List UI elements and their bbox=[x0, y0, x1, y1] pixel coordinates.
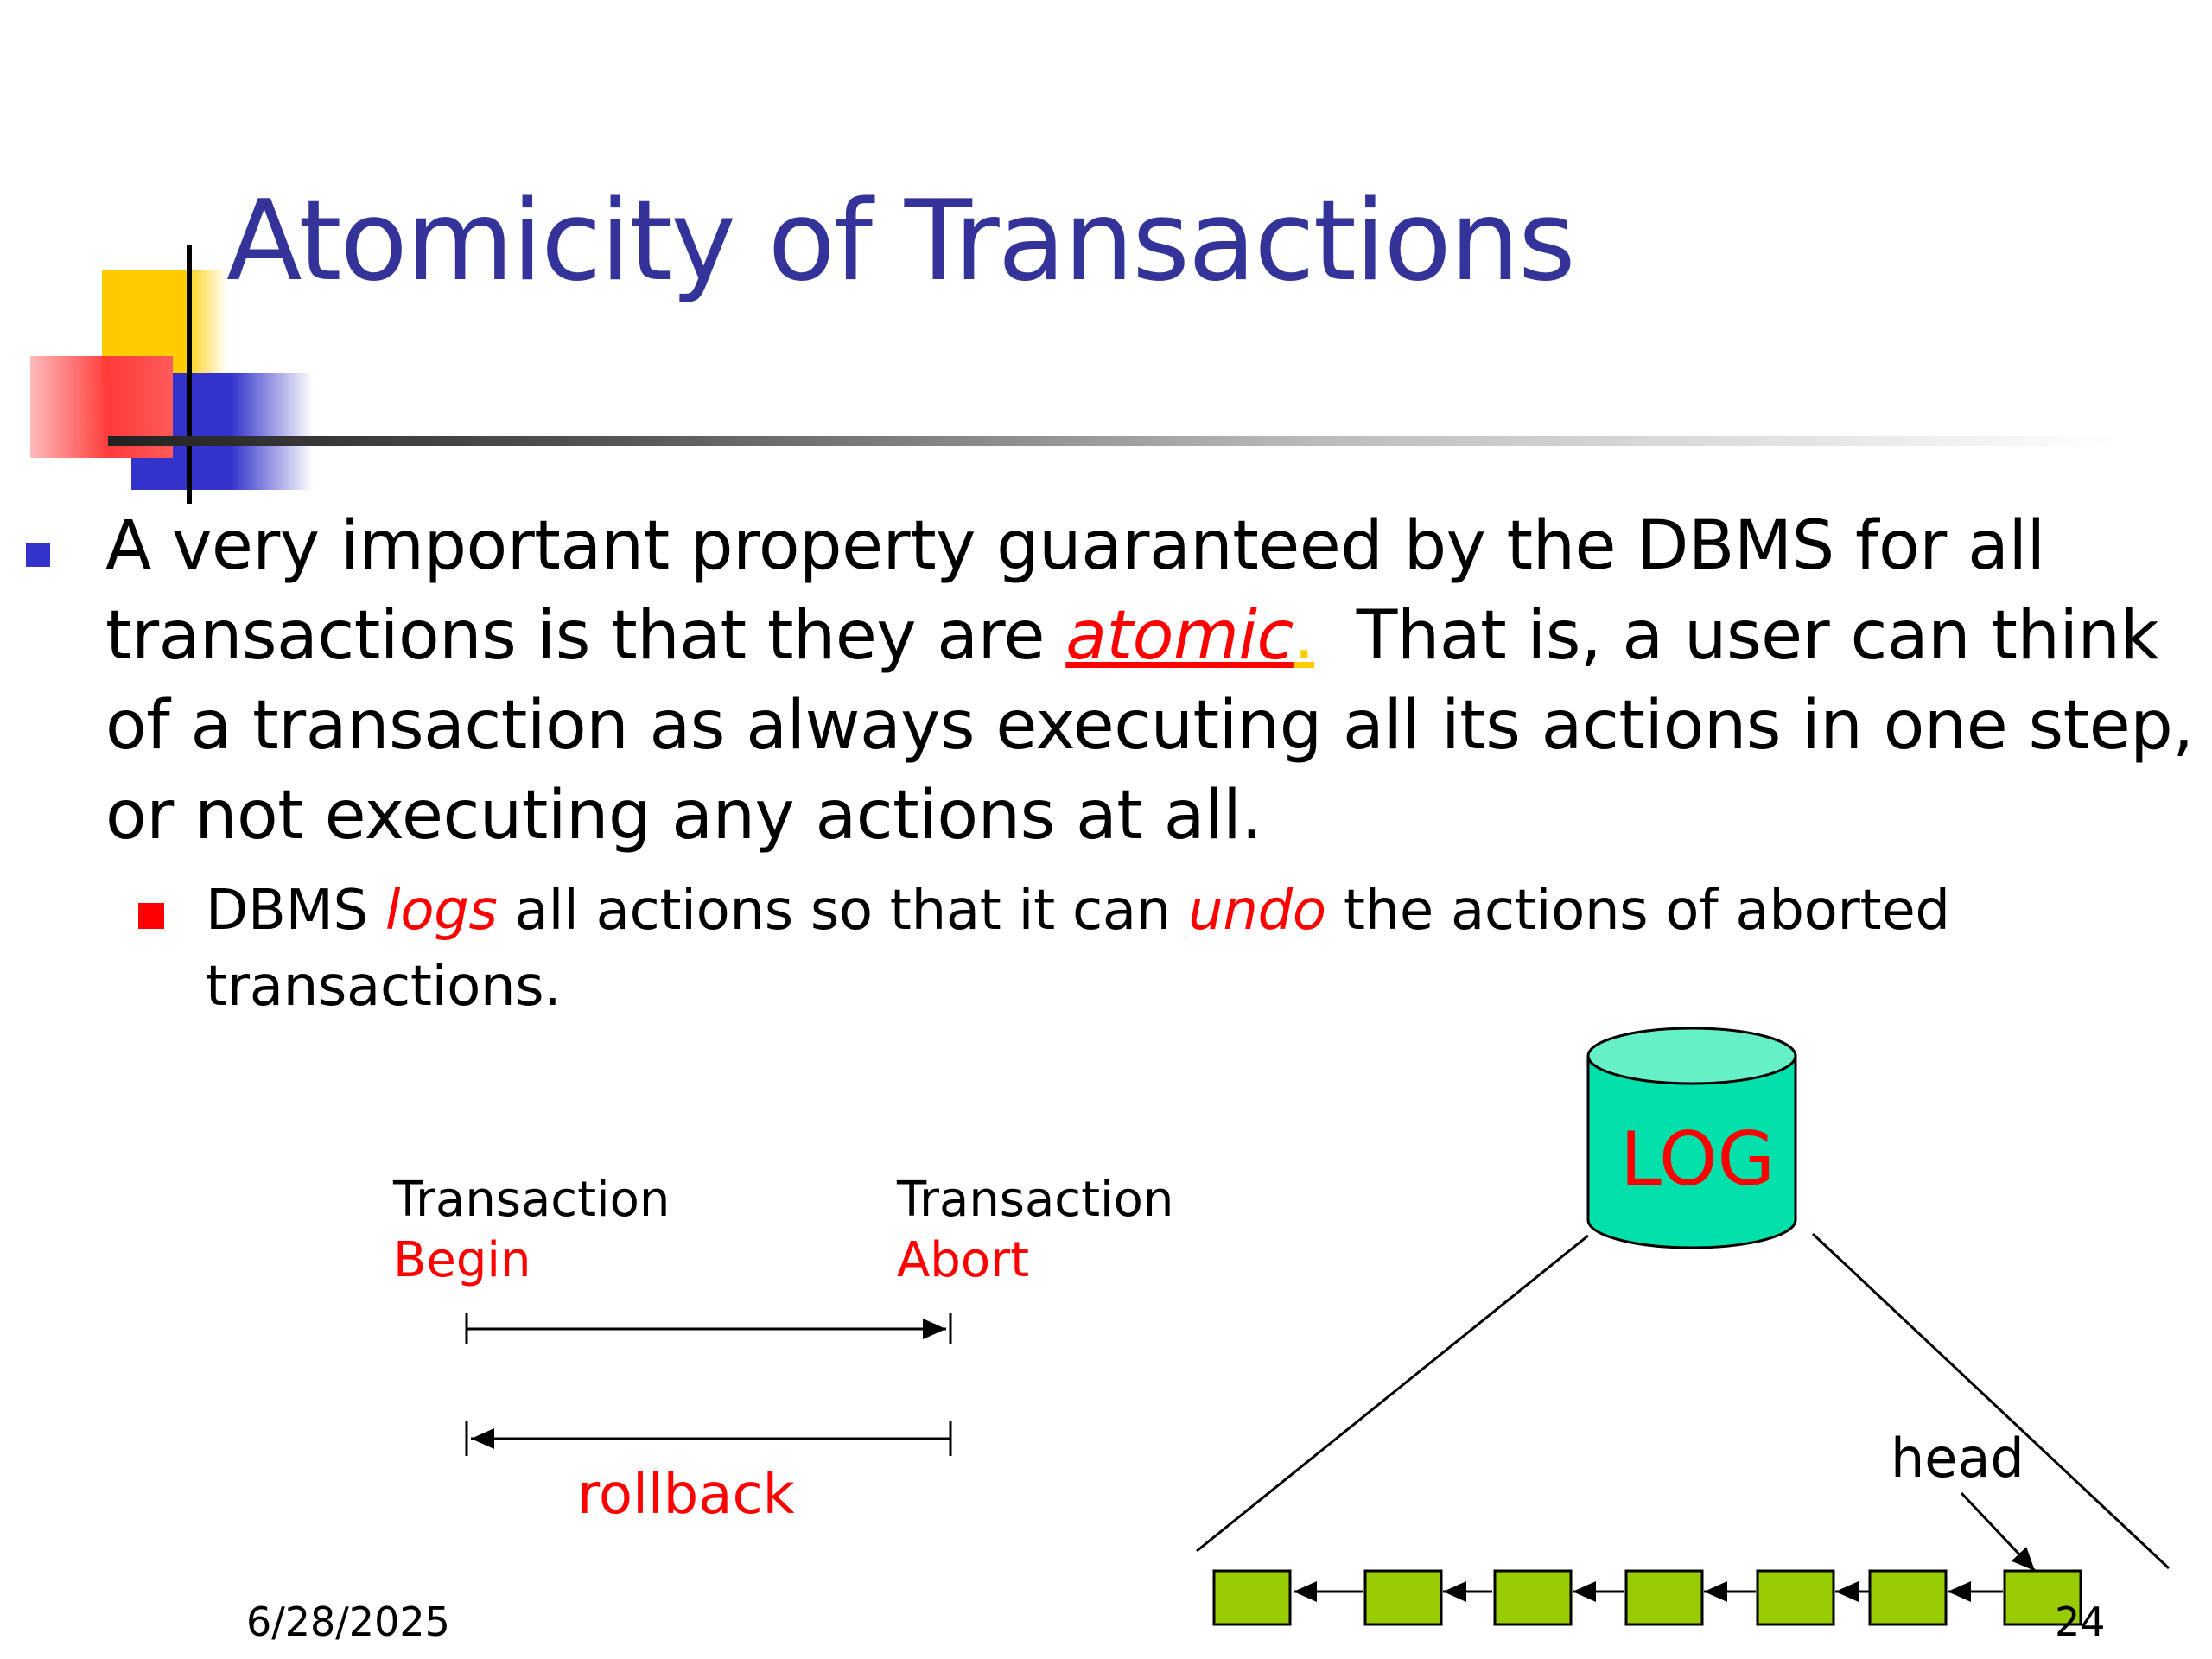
log-record bbox=[2003, 1569, 2082, 1626]
undo-term: undo bbox=[1188, 879, 1326, 943]
slide-date: 6/28/2025 bbox=[246, 1599, 450, 1645]
bullet-marker bbox=[26, 543, 50, 567]
log-record bbox=[1624, 1569, 1704, 1626]
sub-bullet-text: DBMS logs all actions so that it can und… bbox=[206, 873, 2107, 1025]
main-bullet-text: A very important property guaranteed by … bbox=[105, 501, 2196, 861]
log-cylinder bbox=[1586, 1027, 1797, 1249]
slide-title: Atomicity of Transactions bbox=[226, 177, 1576, 306]
atomic-period: . bbox=[1293, 597, 1315, 675]
logs-term: logs bbox=[385, 879, 498, 943]
log-record bbox=[1868, 1569, 1948, 1626]
rollback-label: rollback bbox=[577, 1463, 795, 1527]
rollback-arrow bbox=[465, 1421, 952, 1456]
abort-label-bottom: Abort bbox=[897, 1232, 1030, 1288]
slide-page-number: 24 bbox=[2055, 1599, 2106, 1645]
cone-right-line bbox=[1811, 1232, 2171, 1570]
log-label: LOG bbox=[1620, 1116, 1776, 1203]
log-record bbox=[1212, 1569, 1292, 1626]
forward-arrow bbox=[465, 1313, 952, 1344]
decor-vertical-line bbox=[187, 245, 192, 504]
title-underline-rule bbox=[108, 436, 2121, 446]
sub-text-part: the actions of aborted transactions. bbox=[206, 879, 1950, 1019]
abort-label-top: Transaction bbox=[897, 1172, 1174, 1228]
sub-text-part: DBMS bbox=[206, 879, 385, 943]
log-record bbox=[1493, 1569, 1573, 1626]
main-text-part: A very important property guaranteed by … bbox=[105, 507, 2045, 675]
begin-label-top: Transaction bbox=[393, 1172, 671, 1228]
main-text-part: That is, a user can think of a transacti… bbox=[105, 597, 2194, 855]
head-label: head bbox=[1891, 1427, 2024, 1490]
cone-left-line bbox=[1196, 1234, 1589, 1553]
sub-bullet-marker bbox=[138, 903, 164, 929]
head-pointer-arrow bbox=[1960, 1491, 2037, 1573]
log-record-chain bbox=[1212, 1569, 2082, 1626]
log-record bbox=[1363, 1569, 1443, 1626]
sub-text-part: all actions so that it can bbox=[497, 879, 1189, 943]
begin-label-bottom: Begin bbox=[393, 1232, 531, 1288]
atomic-term: atomic bbox=[1065, 597, 1294, 675]
log-record bbox=[1756, 1569, 1835, 1626]
